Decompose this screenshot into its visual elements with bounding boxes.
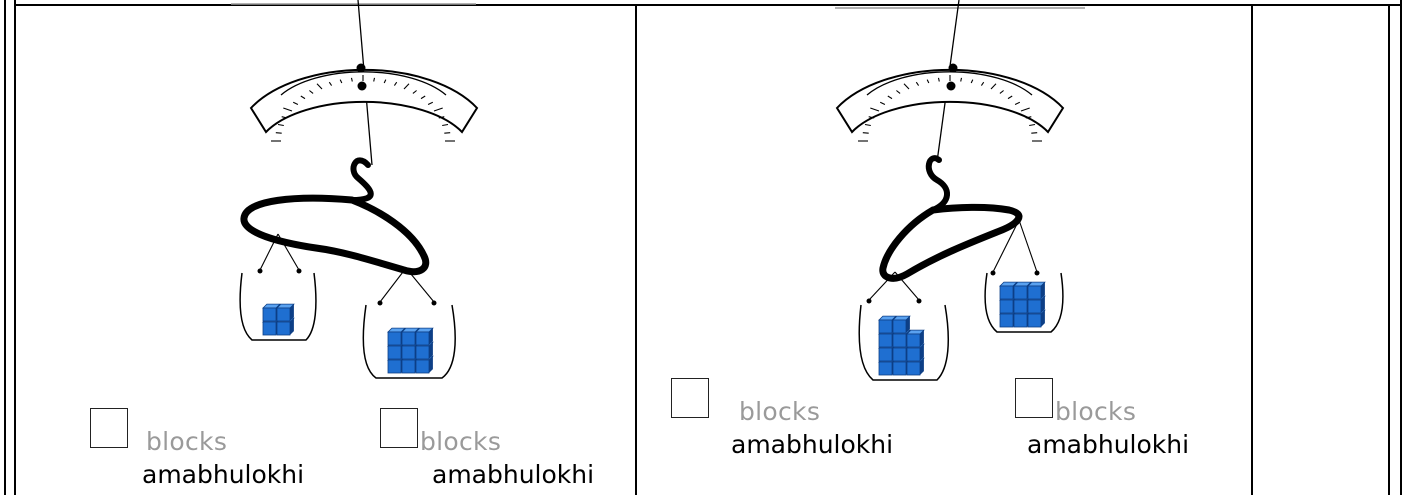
amabhulokhi-label-left: amabhulokhi (731, 430, 893, 459)
answer-box-right[interactable] (1015, 378, 1053, 418)
blocks-label-left: blocks (739, 397, 820, 426)
dial-tick (863, 133, 869, 134)
dial-tick (939, 78, 940, 82)
dial-tick (352, 78, 353, 82)
table-border-left-outer (4, 0, 6, 495)
amabhulokhi-label-right: amabhulokhi (1027, 430, 1189, 459)
balance-scale-scene-2 (637, 0, 1251, 495)
right-bucket-blocks (388, 328, 433, 373)
answer-box-left[interactable] (90, 408, 128, 448)
block-cube-icon (893, 316, 910, 333)
dial-tick (444, 133, 450, 134)
dial-tick (374, 78, 375, 82)
dial-tick (442, 125, 448, 126)
block-cube-icon (277, 304, 294, 321)
dial-tick (1031, 133, 1037, 134)
block-cube-icon (416, 328, 433, 345)
left-bucket-blocks (879, 316, 924, 375)
panel-1: blocks amabhulokhi blocks amabhulokhi (16, 0, 635, 495)
blocks-label-right: blocks (1055, 397, 1136, 426)
table-border-right-outer (1400, 0, 1402, 495)
scale-dial-icon (251, 64, 477, 142)
dial-tick (865, 125, 871, 126)
empty-answer-column (1253, 0, 1388, 495)
block-cube-icon (907, 330, 924, 347)
answer-box-left[interactable] (671, 378, 709, 418)
blocks-label-left: blocks (146, 427, 227, 456)
right-bucket-blocks (1000, 282, 1045, 327)
dial-tick (961, 78, 962, 82)
amabhulokhi-label-right: amabhulokhi (432, 460, 594, 489)
answer-box-right[interactable] (380, 408, 418, 448)
panel-2: blocks amabhulokhi blocks amabhulokhi (637, 0, 1251, 495)
scale-dial-icon (837, 64, 1063, 142)
table-border-right-inner (1388, 4, 1390, 495)
dial-tick (1029, 125, 1035, 126)
left-bucket-blocks (263, 304, 294, 335)
block-cube-icon (1028, 282, 1045, 299)
dial-tick (276, 133, 282, 134)
amabhulokhi-label-left: amabhulokhi (142, 460, 304, 489)
clothes-hanger-icon (244, 160, 426, 271)
blocks-label-right: blocks (420, 427, 501, 456)
dial-tick (278, 125, 284, 126)
